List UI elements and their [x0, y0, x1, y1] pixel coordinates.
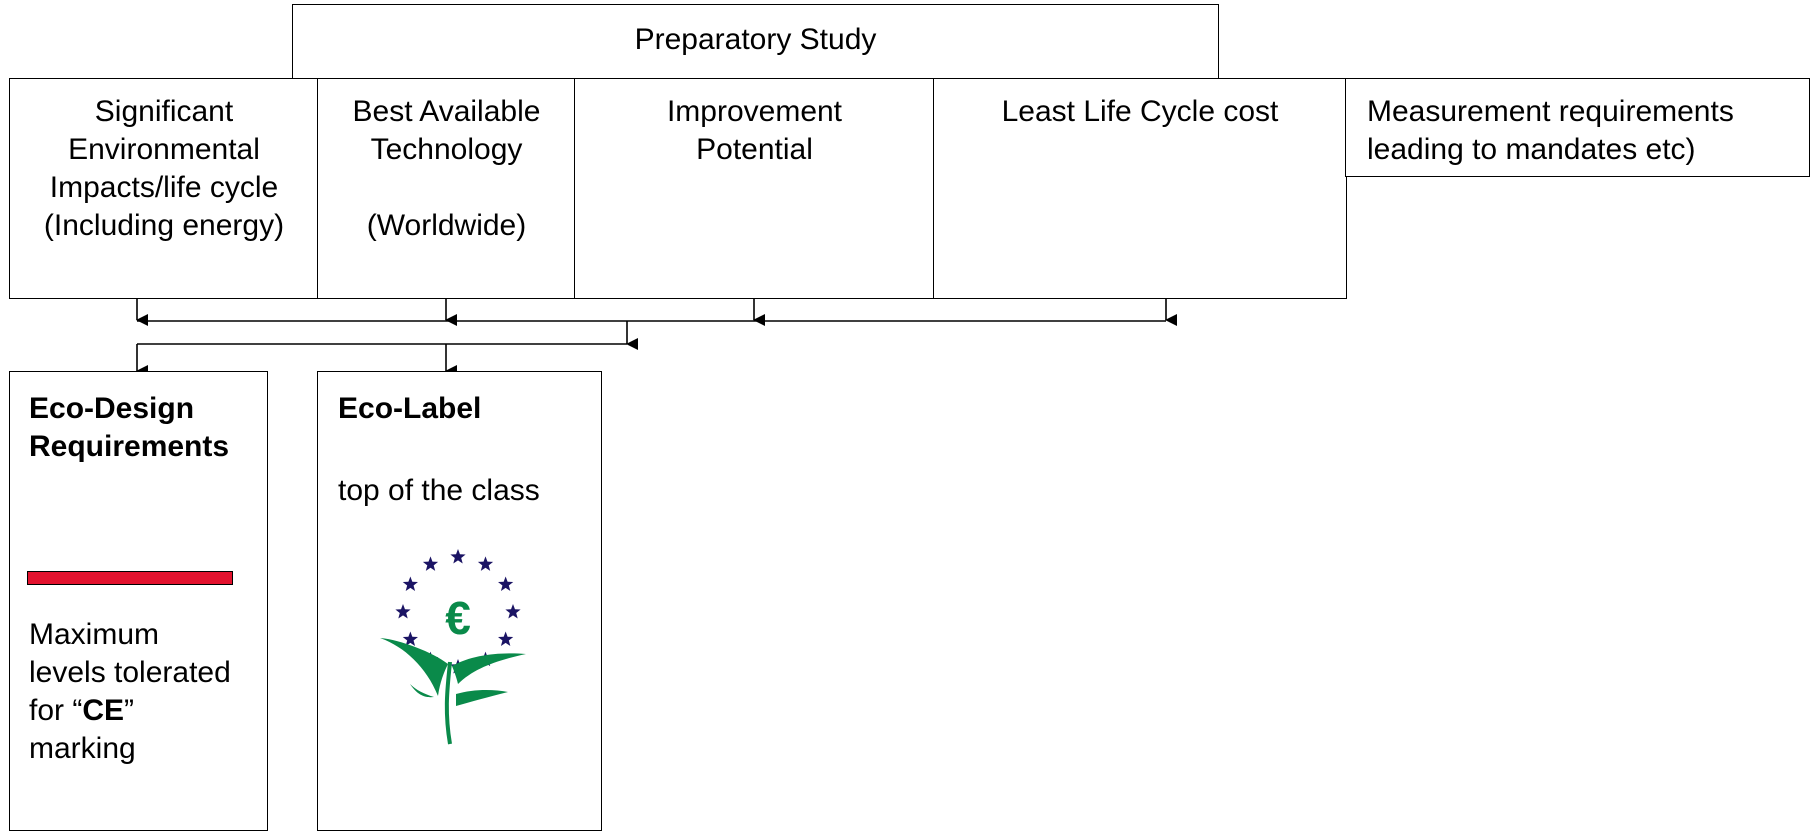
ecolabel-star	[505, 604, 521, 619]
eu-ecolabel-flower-icon: €	[380, 549, 526, 745]
col1-line: Environmental	[68, 133, 260, 166]
col2-line: (Worldwide)	[366, 209, 527, 242]
col3-line: Potential	[696, 133, 813, 166]
col1-line: Impacts/life cycle	[49, 171, 279, 204]
ecolabel-star	[422, 556, 439, 571]
preparatory-study-label: Preparatory Study	[634, 23, 877, 56]
flower-leaves	[380, 638, 526, 706]
eco-design-title-2: Requirements	[29, 430, 230, 463]
desc-pre: for “	[29, 694, 83, 727]
col2-line: Technology	[370, 133, 523, 166]
desc-line-ce: for “CE”	[29, 692, 259, 730]
flower-stem	[444, 661, 452, 745]
red-threshold-bar	[27, 571, 233, 585]
measurement-requirements-box: Measurement requirements leading to mand…	[1345, 78, 1810, 177]
eco-design-description: Maximum levels tolerated for “CE” markin…	[29, 616, 259, 768]
ecolabel-star	[498, 631, 514, 646]
preparatory-study-box: Preparatory Study	[292, 4, 1219, 80]
desc-post: ”	[124, 694, 135, 727]
environmental-impacts-box: Significant Environmental Impacts/life c…	[9, 78, 319, 299]
measurement-line: Measurement requirements	[1367, 95, 1734, 128]
eco-label-title: Eco-Label	[338, 392, 482, 425]
desc-line: levels tolerated	[29, 656, 231, 689]
ecolabel-star	[477, 556, 494, 571]
ecolabel-star	[395, 604, 411, 619]
col4-line: Least Life Cycle cost	[1001, 95, 1279, 128]
col1-line: (Including energy)	[43, 209, 285, 242]
measurement-line: leading to mandates etc)	[1367, 133, 1696, 166]
least-life-cycle-cost-box: Least Life Cycle cost	[933, 78, 1347, 299]
eco-design-box: Eco-Design Requirements Maximum levels t…	[9, 371, 268, 831]
eco-label-subtitle: top of the class	[338, 474, 540, 507]
ecolabel-star	[450, 549, 466, 564]
col2-spacer	[318, 169, 575, 207]
ecolabel-star	[498, 576, 514, 591]
improvement-potential-box: Improvement Potential	[574, 78, 935, 299]
col3-line: Improvement	[666, 95, 843, 128]
ce-mark-text: CE	[82, 694, 125, 727]
eco-design-title: Eco-Design	[29, 392, 195, 425]
ecolabel-star	[402, 576, 418, 591]
best-available-technology-box: Best Available Technology (Worldwide)	[317, 78, 576, 299]
desc-line: marking	[29, 732, 136, 765]
euro-letter: €	[445, 592, 471, 644]
eco-label-box: Eco-Label top of the class €	[317, 371, 602, 831]
ecolabel-star	[402, 631, 418, 646]
col1-line: Significant	[94, 95, 234, 128]
desc-line: Maximum	[29, 618, 160, 651]
col2-line: Best Available	[352, 95, 541, 128]
